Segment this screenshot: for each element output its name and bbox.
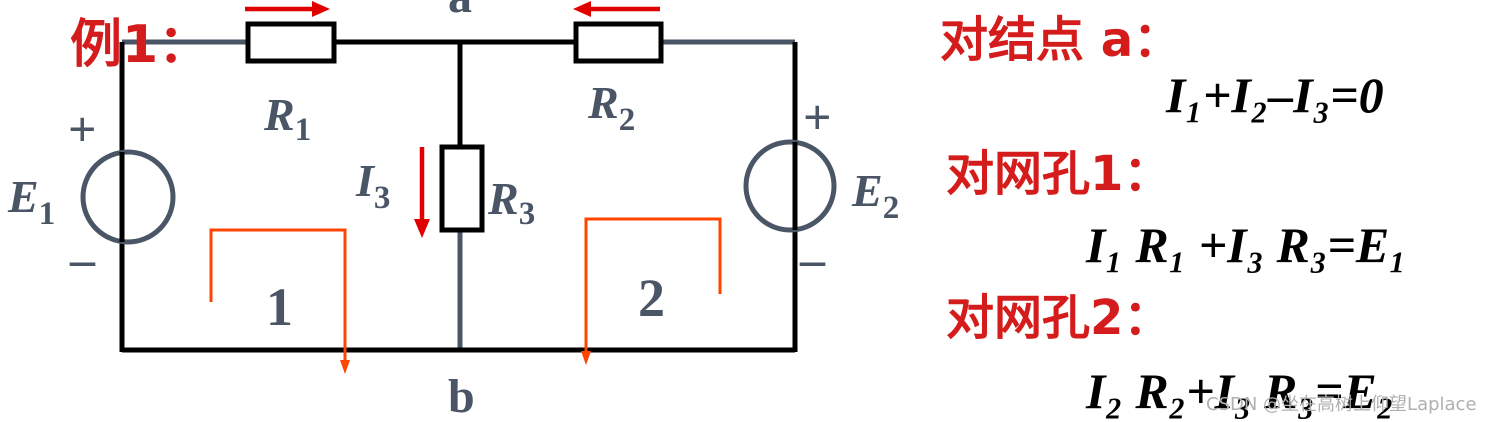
e2-minus-sign: – <box>799 231 826 287</box>
heading-node-a: 对结点 a： <box>940 12 1181 68</box>
current-arrow-i3 <box>414 147 430 238</box>
current-arrow-r1 <box>245 1 330 17</box>
node-label-b: b <box>448 370 475 422</box>
mesh-loop-2 <box>581 217 722 365</box>
equation-node-a: I₁+I₂–I₃=0 <box>1165 67 1384 123</box>
current-arrow-r2 <box>573 1 660 17</box>
mesh-number-2: 2 <box>638 268 665 328</box>
label-i3: I3 <box>355 155 390 216</box>
e1-plus-sign: + <box>68 101 97 157</box>
heading-mesh-2: 对网孔2： <box>946 290 1171 346</box>
e1-minus-sign: – <box>69 231 96 287</box>
source-e1 <box>80 149 176 245</box>
watermark: CSDN @坐在高树上仰望Laplace <box>1206 394 1477 415</box>
heading-mesh-1: 对网孔1： <box>946 146 1171 202</box>
example-label: 例1： <box>70 15 210 75</box>
node-label-a: a <box>448 0 472 23</box>
e2-plus-sign: + <box>803 89 832 145</box>
label-e2: E2 <box>851 165 899 226</box>
label-r1: R1 <box>263 89 311 148</box>
gray-wires <box>122 39 795 352</box>
label-r2: R2 <box>587 77 635 138</box>
equation-mesh-2: I₂ R₂+I₃ R₃=E₂ <box>1085 363 1394 419</box>
resistor-r3 <box>439 144 485 233</box>
resistor-r1 <box>245 21 337 64</box>
equation-mesh-1: I₁ R₁ +I₃ R₃=E₁ <box>1085 217 1407 273</box>
mesh-loop-1 <box>209 228 350 374</box>
mesh-number-1: 1 <box>266 277 293 337</box>
equations-panel: 对结点 a： I₁+I₂–I₃=0 对网孔1： I₁ R₁ +I₃ R₃=E₁ … <box>940 12 1407 419</box>
label-e1: E1 <box>7 171 55 232</box>
resistor-r2 <box>573 21 664 64</box>
label-r3: R3 <box>487 173 535 232</box>
source-e2 <box>743 139 837 233</box>
